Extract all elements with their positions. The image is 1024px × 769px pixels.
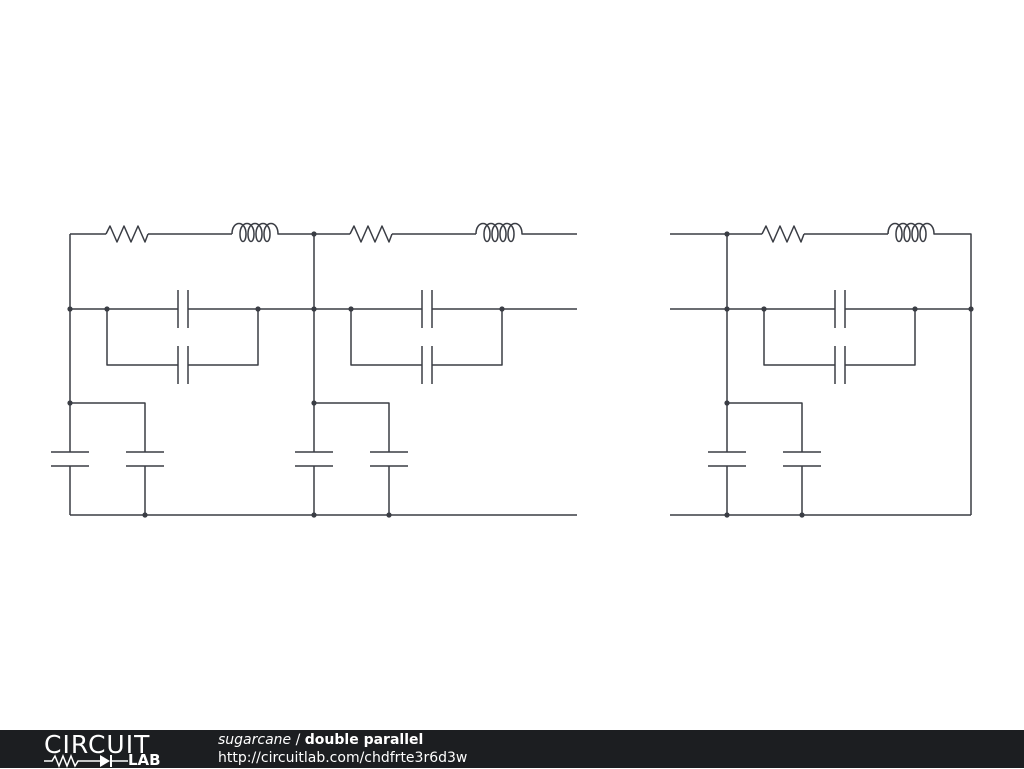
capacitor-c10 [370,451,408,467]
capacitor-c6 [834,346,846,384]
circuit-url[interactable]: http://circuitlab.com/chdfrte3r6d3w [218,750,468,766]
project-title: double parallel [304,732,424,748]
capacitor-c12 [783,451,821,467]
resistor-r1 [105,225,149,243]
capacitor-c3 [421,290,433,328]
inductor-l2 [475,222,528,243]
logo-wordmark-top: CIRCUIT [44,730,151,759]
logo-wordmark-bottom: LAB [128,751,161,769]
capacitor-c2 [177,346,189,384]
capacitor-c11 [708,451,746,467]
capacitor-c4 [421,346,433,384]
circuit-schematic [51,222,974,518]
resistor-diode-logo-icon [44,754,128,768]
series-capacitors [177,290,846,384]
capacitor-c8 [126,451,164,467]
circuit-title-line: sugarcane / double parallel [218,731,423,749]
inductors [231,222,940,243]
capacitor-c1 [177,290,189,328]
inductor-l1 [231,222,284,243]
junction-nodes [67,231,974,518]
resistor-r2 [349,225,393,243]
capacitor-c5 [834,290,846,328]
resistors [105,225,805,243]
inductor-l3 [887,222,940,243]
capacitor-c7 [51,451,89,467]
author-name[interactable]: sugarcane [218,732,292,748]
capacitor-c9 [295,451,333,467]
wires [69,233,972,516]
shunt-capacitors [51,451,821,467]
footer-bar: CIRCUIT LAB sugarcane / double parallel … [0,730,1024,768]
circuitlab-logo[interactable]: CIRCUIT LAB [40,732,180,768]
resistor-r3 [761,225,805,243]
title-separator: / [291,732,305,748]
